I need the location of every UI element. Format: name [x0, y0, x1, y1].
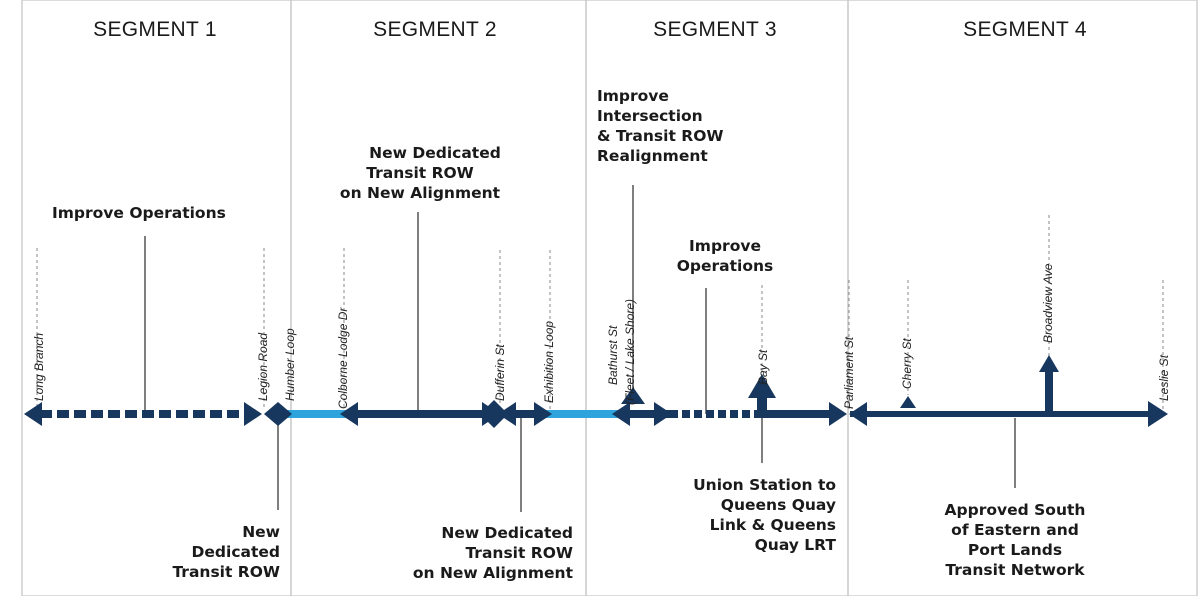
- note-seg4-approved: Approved South of Eastern and Port Lands…: [944, 501, 1086, 579]
- stop-exhibition-loop: Exhibition Loop: [542, 320, 556, 403]
- note-seg2-top: New Dedicated Transit ROW on New Alignme…: [339, 144, 501, 202]
- note-seg2-bottom: New Dedicated Transit ROW on New Alignme…: [412, 524, 573, 582]
- note-seg1-new-dedicated: New Dedicated Transit ROW: [172, 523, 280, 581]
- station-ticks: [36, 215, 1164, 410]
- arrowheads: [24, 355, 1168, 428]
- leader-lines: [144, 185, 1016, 512]
- arrow-right-parliament: [829, 402, 847, 426]
- segment-4-title: SEGMENT 4: [963, 18, 1087, 41]
- stop-parliament: Parliament St: [842, 336, 856, 409]
- stop-humber-loop: Humber Loop: [283, 328, 297, 401]
- bay-stem: [757, 396, 767, 410]
- note-seg1-improve-operations: Improve Operations: [52, 204, 226, 222]
- stop-dufferin: Dufferin St: [493, 344, 507, 401]
- note-seg3-improve-operations: Improve Operations: [676, 237, 774, 275]
- arrow-diamond-dufferin: [480, 400, 508, 428]
- arrow-up-cherry: [900, 396, 916, 408]
- arrow-left-bathurst: [612, 402, 630, 426]
- segment-1-title: SEGMENT 1: [93, 18, 217, 41]
- note-seg3-improve-intersection: Improve Intersection & Transit ROW Reali…: [597, 87, 724, 165]
- stop-cherry: Cherry St: [900, 338, 914, 389]
- arrow-right-leslie: [1148, 401, 1168, 427]
- arrow-left-parliament: [849, 402, 867, 426]
- stop-colborne-lodge: Colborne Lodge Dr: [336, 307, 350, 409]
- arrow-up-broadview: [1039, 355, 1059, 372]
- arrow-up-bathurst: [621, 387, 645, 404]
- broadview-stem: [1045, 370, 1053, 414]
- segment-2-title: SEGMENT 2: [373, 18, 497, 41]
- arrow-up-bay: [748, 374, 776, 398]
- arrow-diamond-humber: [264, 402, 292, 426]
- stop-bay: Bay St: [756, 349, 770, 385]
- stop-long-branch: Long Branch: [32, 332, 46, 401]
- stop-broadview: Broadview Ave: [1041, 263, 1055, 343]
- arrow-right-exhibition: [534, 402, 552, 426]
- arrow-right-legion: [244, 402, 262, 426]
- note-seg3-union-station: Union Station to Queens Quay Link & Quee…: [693, 476, 836, 554]
- arrow-right-bathurst: [654, 402, 672, 426]
- segment-3-title: SEGMENT 3: [653, 18, 777, 41]
- stop-bathurst-line2: (Fleet / Lake Shore): [623, 298, 637, 405]
- stop-legion-road: Legion Road: [256, 332, 270, 401]
- stop-leslie: Leslie St: [1157, 354, 1171, 401]
- arrow-left-colborne: [340, 402, 358, 426]
- arrow-left-dufferin: [498, 402, 516, 426]
- arrow-left-long-branch: [24, 402, 42, 426]
- stop-bathurst-line1: Bathurst St: [606, 325, 620, 385]
